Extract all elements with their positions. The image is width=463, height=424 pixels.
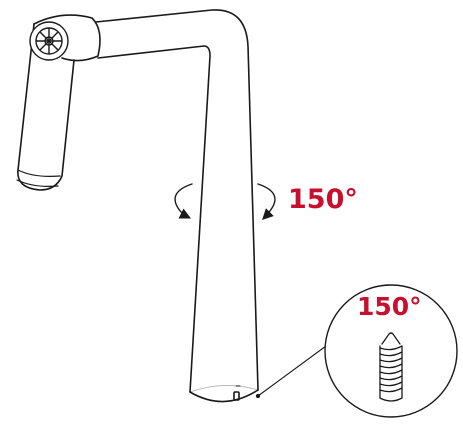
detail-leader-line — [255, 345, 327, 399]
rotation-arrow-right — [257, 183, 276, 220]
rotation-angle-label: 150° — [288, 184, 358, 215]
detail-callout — [324, 284, 458, 418]
detail-rotation-angle-label: 150° — [357, 292, 422, 321]
spray-head — [16, 14, 101, 191]
faucet-body — [95, 9, 259, 403]
rotation-arrow-left — [174, 183, 193, 219]
threaded-stud-icon — [379, 332, 403, 402]
spray-button-icon — [29, 21, 69, 61]
